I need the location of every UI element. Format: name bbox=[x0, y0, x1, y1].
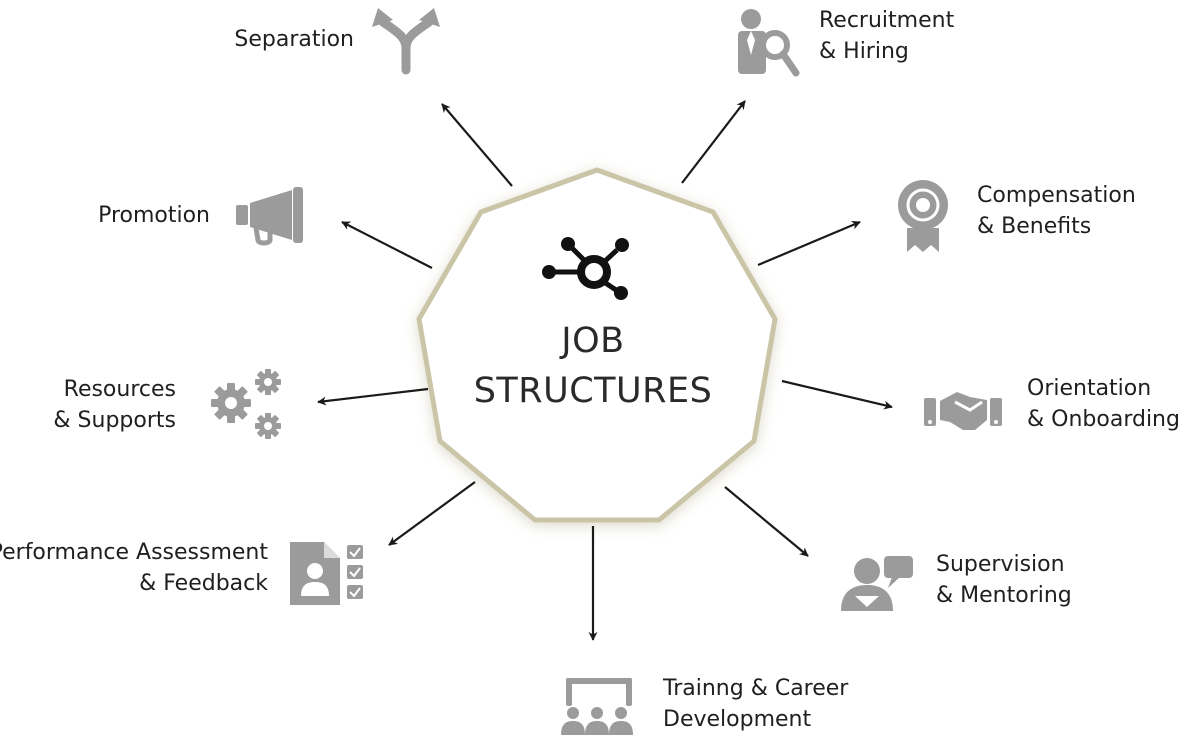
network-hub-icon bbox=[542, 237, 629, 300]
label-training: Trainng & Career Development bbox=[663, 676, 849, 732]
split-arrows-icon bbox=[372, 8, 440, 75]
handshake-icon bbox=[924, 392, 1002, 430]
arrow-separation bbox=[441, 103, 513, 187]
profile-checklist-icon bbox=[290, 542, 363, 605]
arrow-recruitment bbox=[681, 100, 746, 184]
arrow-orientation bbox=[781, 379, 893, 410]
arrows bbox=[317, 100, 893, 641]
award-ribbon-icon bbox=[898, 180, 948, 252]
label-promotion: Promotion bbox=[98, 203, 210, 228]
arrow-resources bbox=[317, 387, 429, 406]
label-separation: Separation bbox=[234, 27, 354, 52]
label-orientation: Orientation & Onboarding bbox=[1027, 376, 1179, 432]
center-nonagon bbox=[416, 167, 778, 523]
center-title: JOB STRUCTURES bbox=[443, 316, 743, 416]
label-resources: Resources & Supports bbox=[53, 377, 176, 433]
arrow-compensation bbox=[757, 220, 861, 267]
label-compensation: Compensation & Benefits bbox=[977, 183, 1136, 239]
center-title-line1: JOB bbox=[561, 321, 625, 361]
label-recruitment: Recruitment & Hiring bbox=[819, 8, 955, 64]
center-title-line2: STRUCTURES bbox=[473, 371, 713, 411]
recruiter-icon bbox=[738, 9, 800, 77]
megaphone-icon bbox=[236, 187, 303, 246]
presentation-audience-icon bbox=[561, 678, 633, 735]
label-performance: Performance Assessment & Feedback bbox=[0, 540, 268, 596]
gears-icon bbox=[211, 369, 281, 439]
arrow-supervision bbox=[724, 486, 809, 557]
arrow-promotion bbox=[341, 221, 433, 269]
label-supervision: Supervision & Mentoring bbox=[936, 552, 1072, 608]
arrow-performance bbox=[388, 481, 476, 546]
person-chat-icon bbox=[841, 556, 913, 611]
